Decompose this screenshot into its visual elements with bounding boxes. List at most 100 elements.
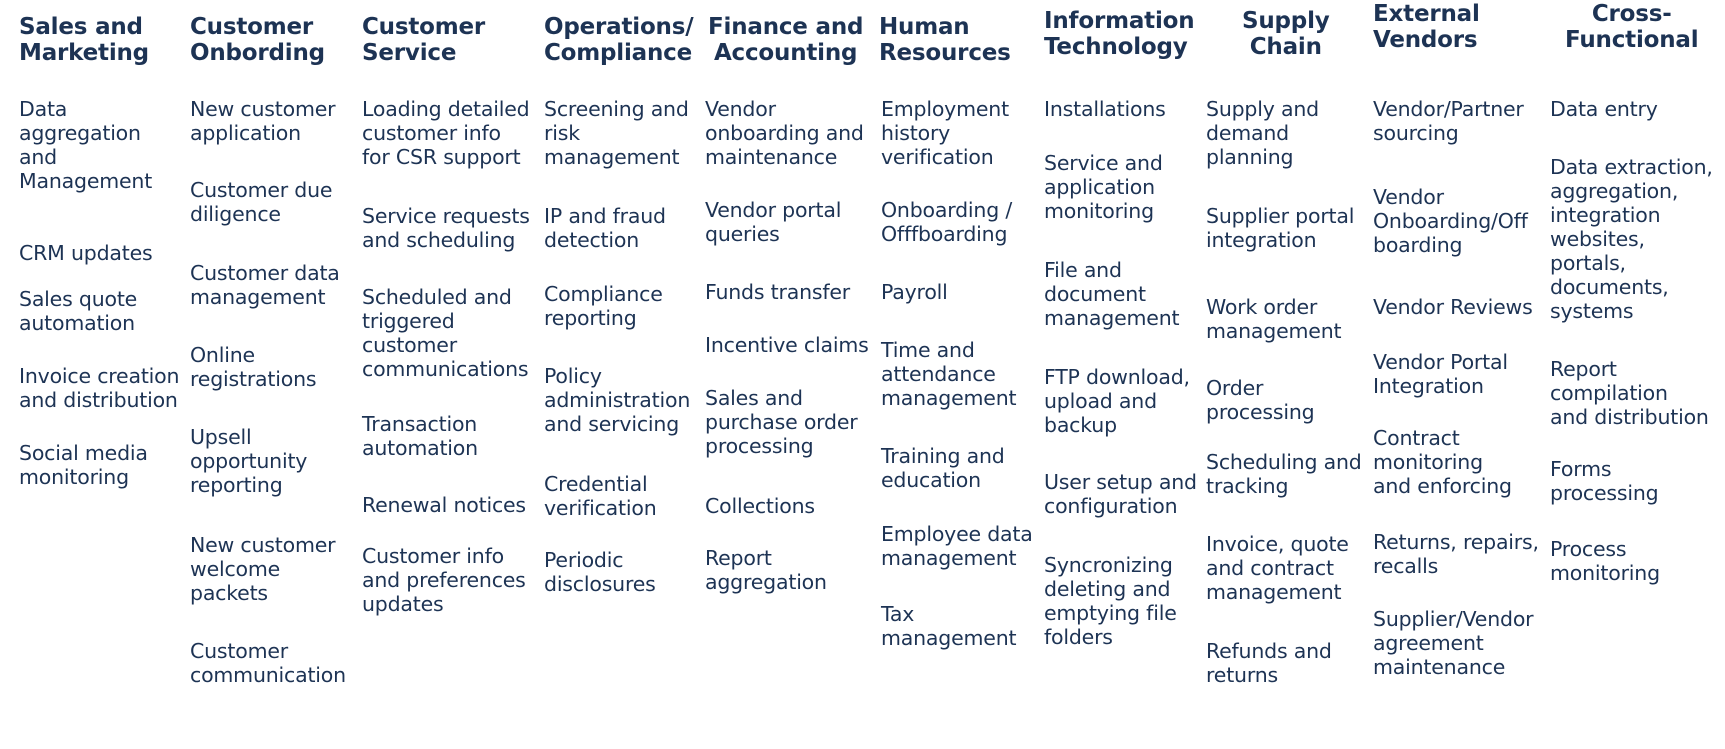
list-item-line: Work order — [1206, 295, 1318, 319]
list-item-line: application — [1044, 175, 1155, 199]
column-heading-line: Marketing — [19, 40, 149, 66]
list-item-line: Training and — [881, 444, 1005, 468]
list-item: Installations — [1044, 97, 1166, 121]
list-item: Collections — [705, 494, 815, 518]
list-item-line: Supplier portal — [1206, 204, 1355, 228]
list-item-line: Syncronizing — [1044, 553, 1173, 577]
list-item-line: Service and — [1044, 151, 1163, 175]
list-item: Renewal notices — [362, 493, 526, 517]
list-item-line: and enforcing — [1373, 474, 1512, 498]
column-heading-line: Sales and — [19, 14, 143, 40]
column-heading-line: Finance and — [708, 14, 864, 40]
list-item-line: management — [881, 626, 1017, 650]
column-heading-line: Service — [362, 40, 457, 66]
list-item-line: triggered — [362, 309, 455, 333]
list-item-line: and distribution — [1550, 405, 1709, 429]
list-item-line: opportunity — [190, 449, 308, 473]
list-item-line: automation — [19, 311, 135, 335]
list-item-line: Returns, repairs, — [1373, 530, 1539, 554]
list-item-line: Employee data — [881, 522, 1033, 546]
list-item-line: folders — [1044, 625, 1113, 649]
list-item-line: management — [1206, 319, 1342, 343]
list-item-line: onboarding and — [705, 121, 864, 145]
list-item-line: Customer data — [190, 261, 340, 285]
list-item-line: monitoring — [19, 465, 129, 489]
list-item-line: verification — [881, 145, 994, 169]
list-item-line: Upsell — [190, 425, 252, 449]
column-heading-line: Vendors — [1373, 27, 1478, 53]
list-item-line: detection — [544, 228, 640, 252]
list-item-line: management — [190, 285, 326, 309]
list-item-line: and contract — [1206, 556, 1334, 580]
list-item-line: Loading detailed — [362, 97, 530, 121]
list-item: Vendor Reviews — [1373, 295, 1533, 319]
list-item-line: queries — [705, 222, 780, 246]
list-item-line: management — [544, 145, 680, 169]
list-item-line: updates — [362, 592, 444, 616]
list-item-line: Invoice creation — [19, 364, 180, 388]
list-item-line: CRM updates — [19, 241, 153, 265]
list-item-line: IP and fraud — [544, 204, 666, 228]
list-item-line: administration — [544, 388, 691, 412]
list-item-line: Supplier/Vendor — [1373, 607, 1534, 631]
list-item-line: and scheduling — [362, 228, 516, 252]
list-item-line: backup — [1044, 413, 1117, 437]
list-item-line: Order — [1206, 376, 1264, 400]
list-item-line: Time and — [881, 338, 975, 362]
list-item-line: and servicing — [544, 412, 680, 436]
list-item-line: Tax — [881, 602, 915, 626]
list-item-line: Incentive claims — [705, 333, 869, 357]
list-item-line: Report — [1550, 357, 1617, 381]
column-heading-line: External — [1373, 1, 1480, 27]
column-heading: Cross-Functional — [1565, 1, 1699, 53]
column-heading-line: Chain — [1249, 34, 1322, 60]
list-item-line: purchase order — [705, 410, 858, 434]
list-item-line: monitoring — [1044, 199, 1154, 223]
list-item-line: processing — [705, 434, 814, 458]
list-item-line: Onboarding/Off — [1373, 209, 1528, 233]
list-item-line: Data entry — [1550, 97, 1658, 121]
list-item-line: File and — [1044, 258, 1122, 282]
list-item-line: boarding — [1373, 233, 1463, 257]
column-heading: Operations/Compliance — [544, 14, 694, 66]
list-item-line: Customer — [190, 639, 288, 663]
list-item-line: history — [881, 121, 951, 145]
list-item-line: automation — [362, 436, 478, 460]
list-item-line: Process — [1550, 537, 1627, 561]
list-item-line: Collections — [705, 494, 815, 518]
list-item-line: Contract — [1373, 426, 1460, 450]
column-heading-line: Compliance — [544, 40, 693, 66]
list-item: CRM updates — [19, 241, 153, 265]
list-item-line: New customer — [190, 97, 336, 121]
list-item-line: management — [1206, 580, 1342, 604]
list-item-line: Employment — [881, 97, 1009, 121]
list-item-line: upload and — [1044, 389, 1157, 413]
list-item-line: Periodic — [544, 548, 624, 572]
